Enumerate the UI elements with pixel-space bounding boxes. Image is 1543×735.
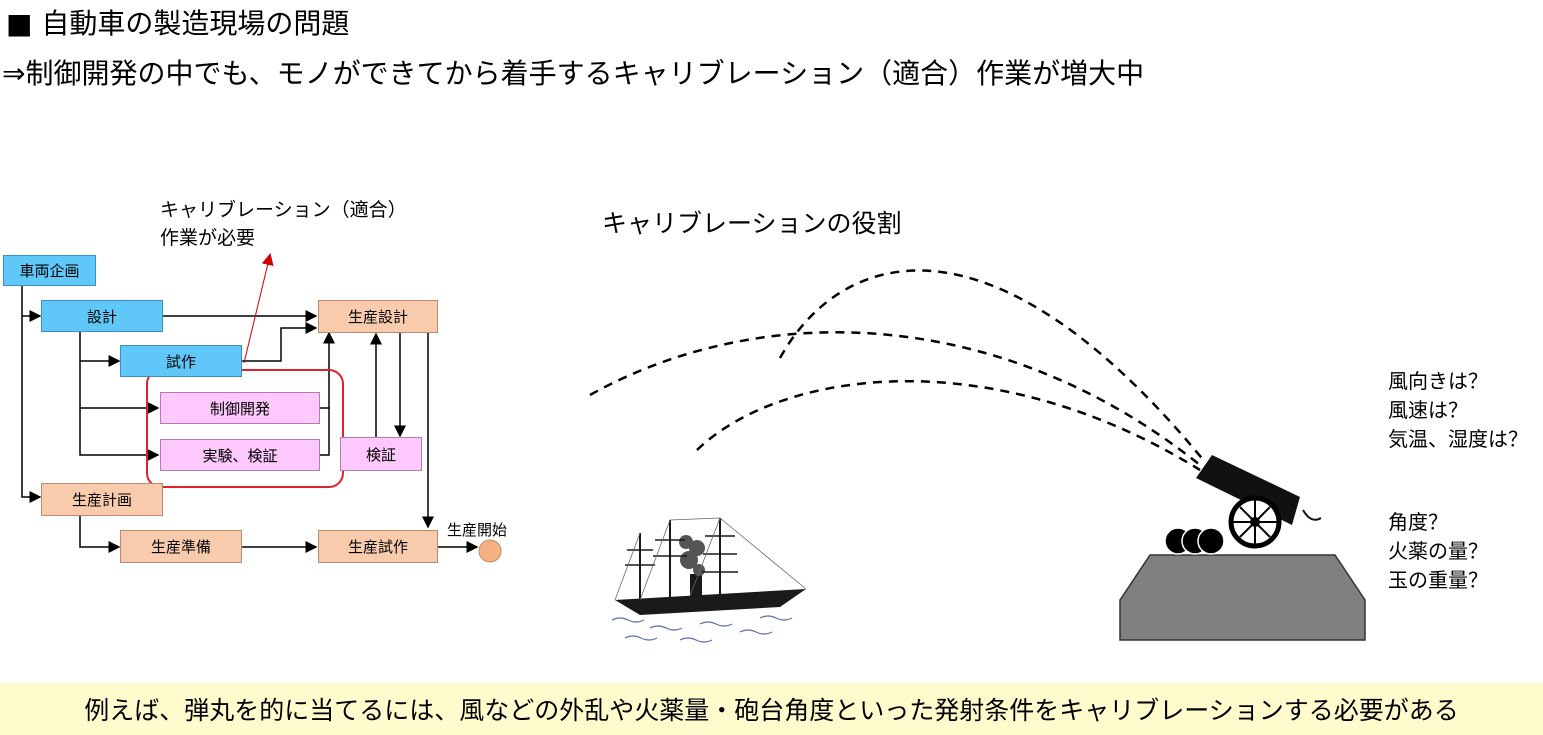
box-verification: 検証 xyxy=(340,437,422,471)
cannon-mound xyxy=(1119,554,1366,641)
box-design: 設計 xyxy=(41,300,163,332)
highlight-outline xyxy=(146,369,344,488)
prod-start-label: 生産開始 xyxy=(447,521,508,539)
question-temp-humidity: 気温、湿度は？ xyxy=(1388,427,1528,451)
calibration-role-title: キャリブレーションの役割 xyxy=(602,209,902,238)
cannonballs xyxy=(1164,527,1225,555)
subtitle-heading: ⇒制御開発の中でも、モノができてから着手するキャリブレーション（適合）作業が増大… xyxy=(2,57,1145,90)
box-experiment: 実験、検証 xyxy=(160,439,320,471)
trajectories xyxy=(589,269,1206,472)
question-ball-weight: 玉の重量？ xyxy=(1388,568,1488,592)
box-prod-prep: 生産準備 xyxy=(120,530,242,563)
question-powder-amount: 火薬の量？ xyxy=(1388,539,1488,563)
cannon-questions: 角度？ 火薬の量？ 玉の重量？ xyxy=(1388,508,1488,595)
prod-start-marker xyxy=(478,539,502,563)
box-vehicle-planning: 車両企画 xyxy=(3,255,96,286)
question-angle: 角度？ xyxy=(1388,510,1448,534)
ship-icon xyxy=(611,517,807,643)
box-control-dev: 制御開発 xyxy=(160,392,320,424)
question-wind-direction: 風向きは？ xyxy=(1388,369,1488,393)
title-heading: ■ 自動車の製造現場の問題 xyxy=(6,7,350,40)
cannon-icon xyxy=(1119,455,1366,641)
box-prod-planning: 生産計画 xyxy=(41,483,163,516)
box-prod-trial: 生産試作 xyxy=(318,530,438,563)
calibration-note-line2: 作業が必要 xyxy=(160,227,256,249)
box-prototype: 試作 xyxy=(120,345,242,377)
calibration-note: キャリブレーション（適合） 作業が必要 xyxy=(160,196,407,252)
question-wind-speed: 風速は？ xyxy=(1388,398,1468,422)
calibration-note-line1: キャリブレーション（適合） xyxy=(160,199,407,221)
footer-note: 例えば、弾丸を的に当てるには、風などの外乱や火薬量・砲台角度といった発射条件をキ… xyxy=(0,683,1543,735)
environment-questions: 風向きは？ 風速は？ 気温、湿度は？ xyxy=(1388,367,1528,454)
box-prod-design: 生産設計 xyxy=(318,300,438,333)
